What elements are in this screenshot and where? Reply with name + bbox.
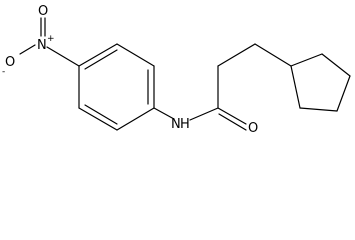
nitro-n-o-single-bond (19, 44, 36, 55)
cyclopentyl-bond-4 (299, 107, 338, 112)
nitrophenyl-ring (78, 43, 155, 131)
ring-to-amide-n-bond (153, 107, 175, 120)
nitro-minus-charge: - (2, 67, 5, 77)
carbonyl-double-bond-a (217, 107, 247, 125)
ring-bond-4 (116, 107, 155, 131)
ring-to-nitro-bond (46, 46, 80, 67)
cyclopentyl-bond-5 (290, 65, 301, 109)
cyclopentyl-bond-1 (290, 53, 323, 67)
ring-bond-5-inner (84, 104, 118, 125)
ring-bond-5 (78, 107, 118, 131)
nitro-plus-charge: + (47, 34, 55, 44)
nitro-left-oxygen-label: O (5, 55, 15, 70)
carbonyl-oxygen-label: O (248, 121, 258, 136)
cyclopentyl-bond-3 (336, 75, 351, 112)
cyclopentyl-ring (290, 53, 351, 112)
cyclopentyl-bond-2 (321, 53, 351, 77)
amide-nitrogen-label: N (171, 117, 181, 132)
nitro-top-oxygen-label: O (38, 4, 48, 19)
carbonyl-double-bond-b (218, 113, 247, 131)
amide-n-to-carbonyl-bond (189, 107, 219, 121)
nitro-nitrogen-label: N (37, 38, 47, 53)
chemical-structure-diagram: N + O O - N H O (2, 4, 351, 136)
beta-carbon-to-ring-bond (254, 43, 292, 67)
amide-linkage: N H O (153, 107, 258, 136)
alpha-to-beta-carbon-bond (217, 43, 256, 67)
amide-hydrogen-label: H (180, 117, 190, 132)
propyl-chain (217, 43, 292, 109)
ring-bond-1-inner (84, 49, 118, 70)
ring-bond-1 (78, 43, 118, 67)
nitro-group: N + O O - (2, 4, 80, 77)
ring-bond-2 (116, 43, 155, 67)
